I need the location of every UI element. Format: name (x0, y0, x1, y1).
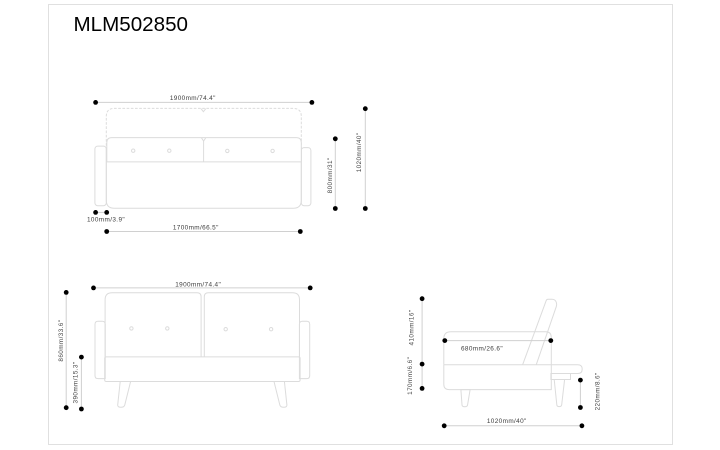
svg-text:410mm/16": 410mm/16" (409, 310, 416, 346)
svg-text:1020mm/40": 1020mm/40" (356, 132, 363, 172)
svg-text:1900mm/74.4": 1900mm/74.4" (170, 95, 216, 102)
svg-text:1900mm/74.4": 1900mm/74.4" (175, 281, 221, 288)
svg-text:220mm/8.6": 220mm/8.6" (594, 372, 601, 410)
svg-text:MLM502850: MLM502850 (74, 13, 188, 36)
svg-text:390mm/15.3": 390mm/15.3" (73, 362, 80, 404)
svg-text:1700mm/66.5": 1700mm/66.5" (173, 225, 219, 232)
svg-text:100mm/3.9": 100mm/3.9" (87, 217, 125, 224)
svg-text:170mm/6.6": 170mm/6.6" (407, 357, 414, 395)
svg-text:800mm/31": 800mm/31" (327, 157, 334, 193)
svg-text:860mm/33.6": 860mm/33.6" (58, 320, 65, 362)
svg-text:1020mm/40": 1020mm/40" (487, 418, 527, 425)
svg-text:680mm/26.6": 680mm/26.6" (461, 346, 503, 353)
